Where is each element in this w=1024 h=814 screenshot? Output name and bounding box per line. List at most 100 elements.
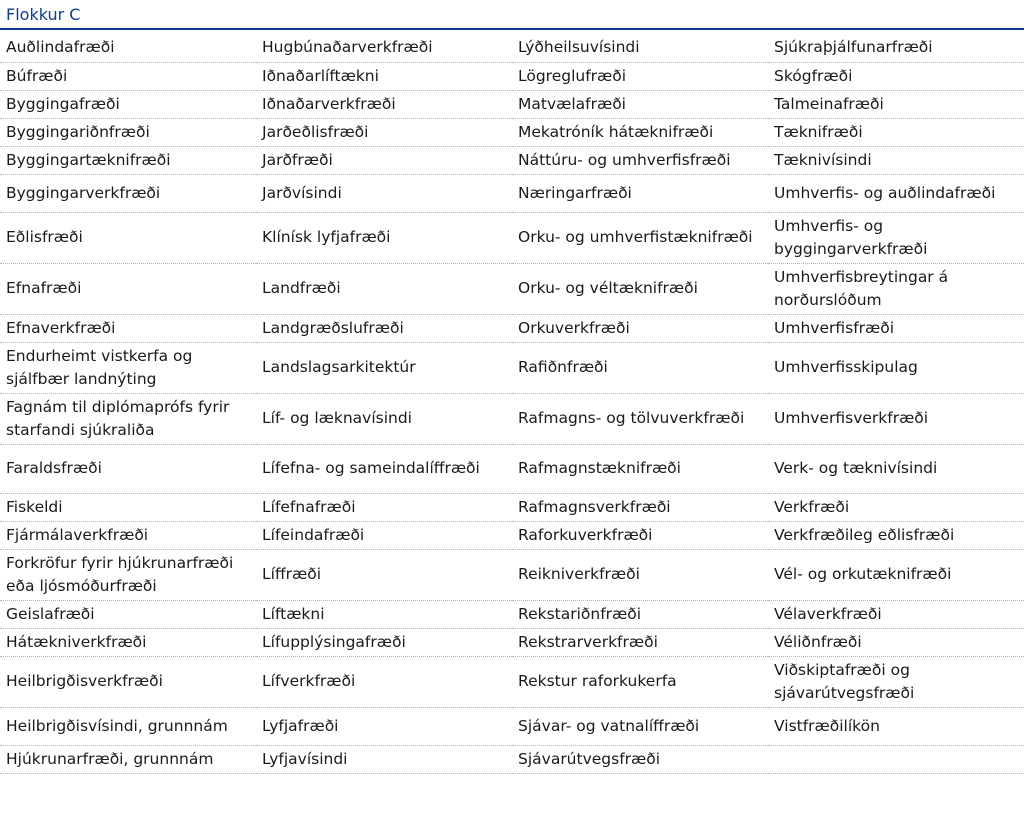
program-name-cell: Endurheimt vistkerfa og sjálfbær landnýt… — [0, 342, 256, 394]
program-name-cell: Orkuverkfræði — [512, 314, 768, 343]
program-name-cell: Vélaverkfræði — [768, 600, 1024, 629]
program-name-cell: Efnaverkfræði — [0, 314, 256, 343]
program-name-cell: Rekstrarverkfræði — [512, 628, 768, 657]
program-name-cell: Tæknivísindi — [768, 146, 1024, 175]
program-name-cell: Lífeindafræði — [256, 521, 512, 550]
program-name-cell: Rafiðnfræði — [512, 342, 768, 394]
program-name-cell: Talmeinafræði — [768, 90, 1024, 119]
program-name-cell: Jarðvísindi — [256, 174, 512, 213]
program-name-cell: Náttúru- og umhverfisfræði — [512, 146, 768, 175]
program-name-cell: Verkfræðileg eðlisfræði — [768, 521, 1024, 550]
program-name-cell: Rekstur raforkukerfa — [512, 656, 768, 708]
program-name-cell: Forkröfur fyrir hjúkrunarfræði eða ljósm… — [0, 549, 256, 601]
program-name-cell: Hugbúnaðarverkfræði — [256, 34, 512, 63]
program-name-cell: Geislafræði — [0, 600, 256, 629]
program-name-cell: Rafmagnsverkfræði — [512, 493, 768, 522]
program-name-cell: Landslagsarkitektúr — [256, 342, 512, 394]
program-name-cell: Sjávar- og vatnalíffræði — [512, 707, 768, 746]
program-name-cell: Lögreglufræði — [512, 62, 768, 91]
program-name-cell: Heilbrigðisvísindi, grunnnám — [0, 707, 256, 746]
program-name-cell: Sjávarútvegsfræði — [512, 745, 768, 774]
program-name-cell: Heilbrigðisverkfræði — [0, 656, 256, 708]
program-name-cell: Byggingarverkfræði — [0, 174, 256, 213]
program-name-cell: Jarðeðlisfræði — [256, 118, 512, 147]
program-name-cell: Fjármálaverkfræði — [0, 521, 256, 550]
program-name-cell: Byggingariðnfræði — [0, 118, 256, 147]
program-name-cell: Byggingafræði — [0, 90, 256, 119]
program-name-cell: Umhverfisverkfræði — [768, 393, 1024, 445]
program-name-cell: Lífupplýsingafræði — [256, 628, 512, 657]
program-name-cell: Næringarfræði — [512, 174, 768, 213]
program-name-cell: Hjúkrunarfræði, grunnnám — [0, 745, 256, 774]
program-name-cell: Lýðheilsuvísindi — [512, 34, 768, 63]
table-row: Endurheimt vistkerfa og sjálfbær landnýt… — [0, 342, 1024, 394]
program-name-cell: Rafmagnstæknifræði — [512, 444, 768, 494]
program-name-cell: Sjúkraþjálfunarfræði — [768, 34, 1024, 63]
program-name-cell: Umhverfisskipulag — [768, 342, 1024, 394]
table-row: Forkröfur fyrir hjúkrunarfræði eða ljósm… — [0, 549, 1024, 601]
program-name-cell: Raforkuverkfræði — [512, 521, 768, 550]
program-name-cell: Landgræðslufræði — [256, 314, 512, 343]
program-name-cell: Lyfjavísindi — [256, 745, 512, 774]
program-name-cell: Landfræði — [256, 263, 512, 315]
program-name-cell: Viðskiptafræði og sjávarútvegsfræði — [768, 656, 1024, 708]
program-name-cell: Umhverfis- og auðlindafræði — [768, 174, 1024, 213]
program-name-cell: Lyfjafræði — [256, 707, 512, 746]
program-name-cell: Lífverkfræði — [256, 656, 512, 708]
program-name-cell: Fagnám til diplómaprófs fyrir starfandi … — [0, 393, 256, 445]
heading-underline — [0, 28, 1024, 30]
program-name-cell: Verk- og tæknivísindi — [768, 444, 1024, 494]
program-name-cell: Iðnaðarverkfræði — [256, 90, 512, 119]
program-name-cell: Jarðfræði — [256, 146, 512, 175]
program-name-cell: Iðnaðarlíftækni — [256, 62, 512, 91]
program-name-cell: Byggingartæknifræði — [0, 146, 256, 175]
program-name-cell: Búfræði — [0, 62, 256, 91]
section-heading: Flokkur C — [6, 5, 81, 24]
program-name-cell: Verkfræði — [768, 493, 1024, 522]
program-name-cell: Matvælafræði — [512, 90, 768, 119]
program-name-cell: Umhverfis- og byggingarverkfræði — [768, 212, 1024, 264]
program-name-cell: Reikniverkfræði — [512, 549, 768, 601]
program-name-cell: Líffræði — [256, 549, 512, 601]
program-name-cell: Orku- og véltæknifræði — [512, 263, 768, 315]
program-name-cell — [768, 745, 1024, 774]
program-name-cell: Faraldsfræði — [0, 444, 256, 494]
program-name-cell: Rekstariðnfræði — [512, 600, 768, 629]
program-name-cell: Auðlindafræði — [0, 34, 256, 63]
program-name-cell: Klínísk lyfjafræði — [256, 212, 512, 264]
program-name-cell: Umhverfisfræði — [768, 314, 1024, 343]
program-name-cell: Líf- og læknavísindi — [256, 393, 512, 445]
table-row: Fagnám til diplómaprófs fyrir starfandi … — [0, 393, 1024, 445]
program-name-cell: Rafmagns- og tölvuverkfræði — [512, 393, 768, 445]
program-name-cell: Efnafræði — [0, 263, 256, 315]
program-name-cell: Fiskeldi — [0, 493, 256, 522]
program-name-cell: Eðlisfræði — [0, 212, 256, 264]
program-name-cell: Véliðnfræði — [768, 628, 1024, 657]
program-name-cell: Umhverfisbreytingar á norðurslóðum — [768, 263, 1024, 315]
program-name-cell: Lífefna- og sameindalíffræði — [256, 444, 512, 494]
program-name-cell: Hátækniverkfræði — [0, 628, 256, 657]
program-name-cell: Mekatróník hátæknifræði — [512, 118, 768, 147]
program-name-cell: Vistfræðilíkön — [768, 707, 1024, 746]
program-name-cell: Orku- og umhverfistæknifræði — [512, 212, 768, 264]
program-name-cell: Lífefnafræði — [256, 493, 512, 522]
program-name-cell: Skógfræði — [768, 62, 1024, 91]
